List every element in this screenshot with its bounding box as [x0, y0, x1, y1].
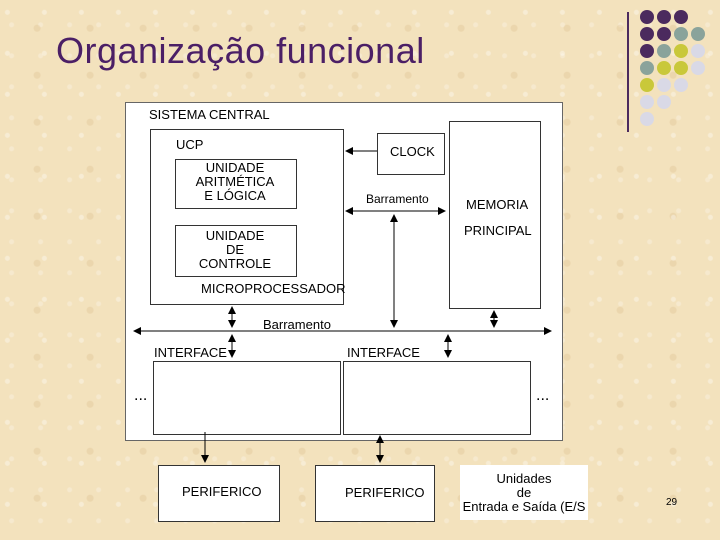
decorative-dot — [674, 10, 688, 24]
decorative-dot — [640, 95, 654, 109]
principal-label: PRINCIPAL — [464, 224, 532, 238]
interface-right-label: INTERFACE — [347, 346, 420, 360]
decorative-dot — [657, 61, 671, 75]
ellipsis-right: ... — [536, 389, 549, 403]
interface-left-label: INTERFACE — [154, 346, 227, 360]
page-number: 29 — [666, 497, 677, 508]
title-divider — [627, 12, 629, 132]
decorative-dot — [691, 44, 705, 58]
decorative-dot — [640, 44, 654, 58]
decorative-dot — [657, 78, 671, 92]
decorative-dot — [674, 78, 688, 92]
ula-label: UNIDADE ARITMÉTICA E LÓGICA — [175, 161, 295, 203]
peripheral-left-label: PERIFERICO — [182, 485, 261, 499]
architecture-diagram: SISTEMA CENTRAL UCP UNIDADE ARITMÉTICA E… — [125, 102, 563, 441]
es-units-label: Unidades de Entrada e Saída (E/S — [460, 472, 588, 514]
decorative-dot — [691, 27, 705, 41]
decorative-dot — [657, 10, 671, 24]
decorative-dot — [657, 95, 671, 109]
decorative-dot — [657, 44, 671, 58]
peripheral-right-label: PERIFERICO — [345, 486, 424, 500]
barramento-top-label: Barramento — [366, 192, 429, 206]
decorative-dot — [640, 10, 654, 24]
decorative-dot — [674, 44, 688, 58]
decorative-dot — [640, 78, 654, 92]
sistema-central-label: SISTEMA CENTRAL — [149, 108, 270, 122]
decorative-dot — [674, 61, 688, 75]
ellipsis-left: ... — [134, 389, 147, 403]
ucp-label: UCP — [176, 138, 203, 152]
diagram-connectors — [126, 103, 562, 440]
decorative-dot — [640, 61, 654, 75]
decorative-dot — [674, 27, 688, 41]
decorative-dot — [691, 61, 705, 75]
clock-label: CLOCK — [390, 145, 435, 159]
uc-label: UNIDADE DE CONTROLE — [175, 229, 295, 271]
barramento-main-label: Barramento — [263, 318, 331, 332]
decorative-dot — [640, 27, 654, 41]
decorative-dot — [640, 112, 654, 126]
decorative-dot — [657, 27, 671, 41]
memoria-label: MEMORIA — [466, 198, 528, 212]
interface-bottom-spacer — [153, 432, 583, 438]
microprocessador-label: MICROPROCESSADOR — [201, 282, 345, 296]
slide-title: Organização funcional — [56, 30, 425, 72]
